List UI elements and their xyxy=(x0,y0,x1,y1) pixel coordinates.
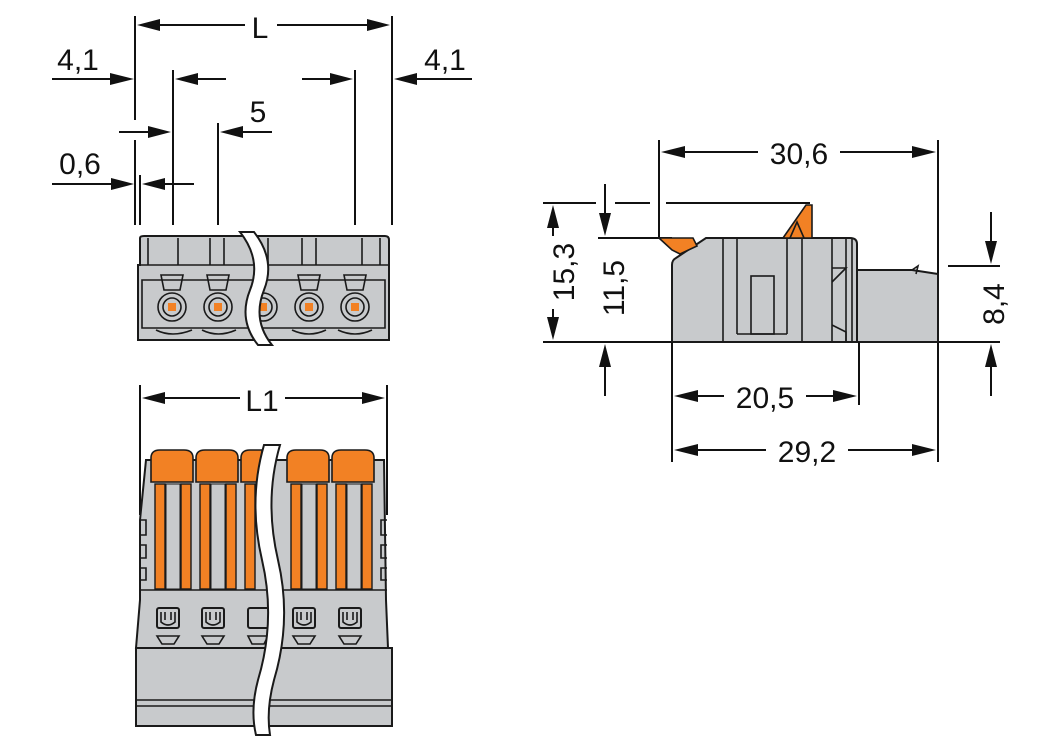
side-view: 30,6 15,3 11,5 xyxy=(543,138,1011,469)
dimension-label-L1: L1 xyxy=(245,385,278,418)
pole-4 xyxy=(294,274,324,322)
dimension-label-total-length: 30,6 xyxy=(770,138,828,171)
dimension-label-right-offset: 4,1 xyxy=(424,44,466,77)
dimension-right-offset: 4,1 xyxy=(302,44,472,225)
dimension-pitch: 5 xyxy=(119,96,272,225)
dimension-body-length: 20,5 xyxy=(671,342,860,462)
dimension-label-body-length: 20,5 xyxy=(736,382,794,415)
dimension-edge: 0,6 xyxy=(52,148,194,225)
dimension-label-pitch: 5 xyxy=(250,96,267,129)
dimension-pin-height: 8,4 xyxy=(948,212,1011,396)
dimension-label-L: L xyxy=(252,12,269,45)
dimension-label-pin-height: 8,4 xyxy=(978,283,1011,325)
pole-1 xyxy=(157,274,187,322)
dimension-left-offset: 4,1 xyxy=(52,44,226,225)
pole-2 xyxy=(203,274,233,322)
dimension-L: L xyxy=(134,12,393,225)
pole-actuator-1 xyxy=(150,449,194,645)
break-line-top xyxy=(252,444,286,736)
dimension-housing-length: 29,2 xyxy=(674,436,936,469)
break-line-front xyxy=(237,231,275,346)
pole-actuator-2 xyxy=(195,449,239,645)
top-view: L1 xyxy=(134,385,393,736)
dimension-label-body-height: 11,5 xyxy=(598,260,631,316)
pole-5 xyxy=(340,274,370,322)
dimension-label-housing-length: 29,2 xyxy=(778,436,836,469)
pole-actuator-4 xyxy=(286,449,330,645)
pole-actuator-5 xyxy=(331,449,375,645)
dimension-L1: L1 xyxy=(139,385,388,515)
dimension-label-total-height: 15,3 xyxy=(548,243,581,301)
actuator-lever-left xyxy=(656,237,699,255)
dimension-body-height: 11,5 xyxy=(598,184,672,396)
connector-side-body xyxy=(671,237,939,343)
dimension-label-left-offset: 4,1 xyxy=(57,44,99,77)
dimension-label-edge: 0,6 xyxy=(59,148,101,181)
front-view: L 4,1 4,1 5 xyxy=(52,12,472,346)
